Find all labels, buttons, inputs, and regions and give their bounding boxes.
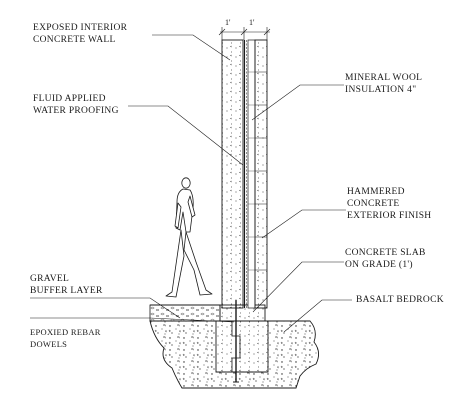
leader-gravel	[30, 297, 181, 319]
leader-exposed-wall	[152, 34, 231, 61]
dimension-line	[218, 27, 271, 40]
leader-mineral-wool	[251, 84, 344, 121]
leader-bedrock	[283, 299, 352, 333]
insulation	[247, 39, 256, 309]
leader-rebar	[30, 317, 235, 323]
label-gravel: GRAVEL BUFFER LAYER	[30, 274, 103, 296]
label-rebar: EPOXIED REBAR DOWELS	[30, 327, 101, 349]
label-waterproofing: FLUID APPLIED WATER PROOFING	[33, 94, 119, 116]
label-mineral-wool: MINERAL WOOL INSULATION 4"	[345, 73, 423, 95]
label-hammered: HAMMERED CONCRETE EXTERIOR FINISH	[347, 187, 432, 221]
label-exposed-wall: EXPOSED INTERIOR CONCRETE WALL	[33, 23, 128, 45]
leader-slab	[252, 261, 344, 313]
label-slab: CONCRETE SLAB ON GRADE (1')	[345, 248, 426, 270]
dimension-label-1: 1'	[225, 18, 231, 27]
dimension-label-2: 1'	[249, 18, 255, 27]
exterior-wall	[254, 39, 268, 309]
interior-wall	[221, 39, 244, 309]
person-figure	[165, 177, 213, 298]
leader-waterproofing	[128, 105, 244, 166]
label-bedrock: BASALT BEDROCK	[356, 295, 444, 305]
leader-hammered	[261, 209, 346, 239]
